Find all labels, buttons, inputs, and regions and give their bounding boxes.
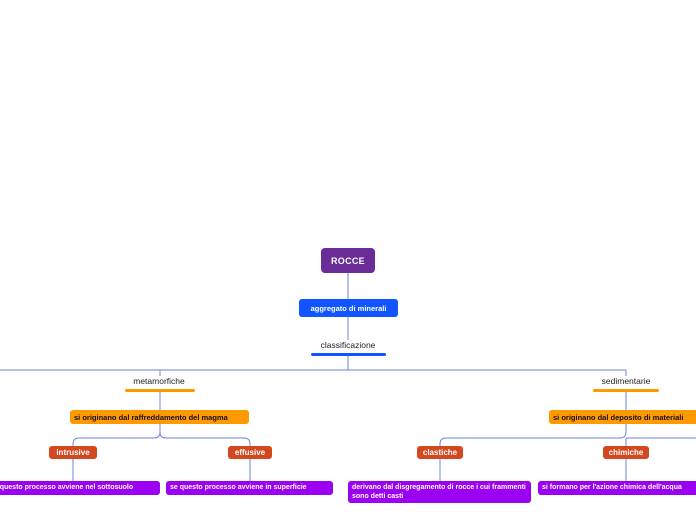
classification-underline	[311, 353, 386, 356]
metamorfiche-underline	[125, 389, 195, 392]
intrusive-node[interactable]: intrusive	[49, 446, 97, 459]
chimiche-node[interactable]: chimiche	[603, 446, 649, 459]
metamorfiche-origin-node[interactable]: si originano dal raffreddamento del magm…	[70, 410, 249, 424]
chimiche-description-node[interactable]: si formano per l'azione chimica dell'acq…	[538, 481, 696, 495]
definition-node[interactable]: aggregato di minerali	[299, 299, 398, 317]
effusive-node[interactable]: effusive	[228, 446, 272, 459]
sedimentarie-underline	[593, 389, 659, 392]
sedimentarie-origin-node[interactable]: si originano dal deposito di materiali	[549, 410, 696, 424]
root-node-rocce[interactable]: ROCCE	[321, 248, 375, 273]
clastiche-node[interactable]: clastiche	[417, 446, 463, 459]
sedimentarie-node[interactable]: sedimentarie	[601, 376, 651, 386]
metamorfiche-node[interactable]: metamorfiche	[133, 376, 185, 386]
intrusive-description-node[interactable]: se questo processo avviene nel sottosuol…	[0, 481, 160, 495]
classification-node[interactable]: classificazione	[320, 340, 376, 350]
clastiche-description-node[interactable]: derivano dal disgregamento di rocce i cu…	[348, 481, 531, 503]
effusive-description-node[interactable]: se questo processo avviene in superficie	[166, 481, 333, 495]
